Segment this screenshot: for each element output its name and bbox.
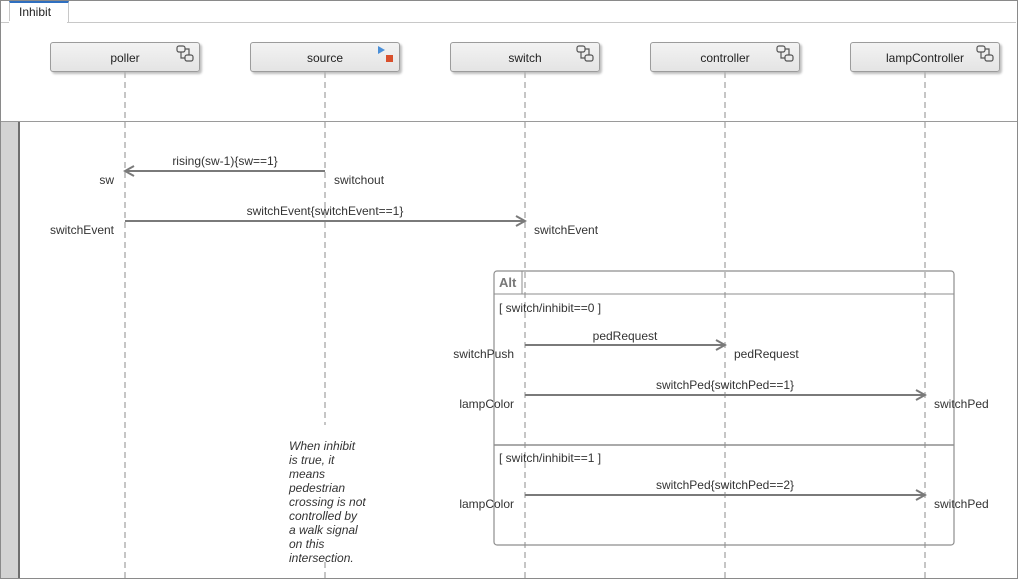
lifeline-label: controller	[700, 51, 750, 65]
port-label-switchout: switchout	[334, 173, 385, 187]
alt-keyword: Alt	[499, 275, 517, 290]
tab-bar: Inhibit	[1, 1, 1016, 23]
port-label-lampColor-2: lampColor	[459, 497, 514, 511]
alt-fragment[interactable]	[493, 270, 955, 546]
port-label-pedRequest: pedRequest	[734, 347, 799, 361]
chart-icon	[576, 45, 594, 62]
message-label-switchEvent: switchEvent{switchEvent==1}	[247, 204, 404, 218]
lifeline-label: switch	[508, 51, 542, 65]
lifeline-label: lampController	[885, 51, 965, 65]
lifeline-source[interactable]: source	[250, 42, 400, 72]
lifeline-lampController[interactable]: lampController	[850, 42, 1000, 72]
port-label-switchPush: switchPush	[453, 347, 514, 361]
lifeline-label: poller	[110, 51, 140, 65]
source-block-icon	[378, 46, 393, 62]
lifeline-label: source	[306, 51, 344, 65]
message-label-switchPed-2: switchPed{switchPed==2}	[656, 478, 794, 492]
lifeline-poller[interactable]: poller	[50, 42, 200, 72]
port-label-switchEvent-in: switchEvent	[534, 223, 599, 237]
message-label-pedRequest: pedRequest	[593, 329, 658, 343]
chart-icon	[776, 45, 794, 62]
guard-condition-2[interactable]: [ switch/inhibit==1 ]	[499, 451, 601, 465]
guard-condition-1[interactable]: [ switch/inhibit==0 ]	[499, 301, 601, 315]
chart-icon	[176, 45, 194, 62]
port-label-switchEvent-out: switchEvent	[50, 223, 115, 237]
port-label-switchPed-2: switchPed	[934, 497, 989, 511]
message-label-switchPed-1: switchPed{switchPed==1}	[656, 378, 794, 392]
left-gutter	[1, 122, 20, 578]
header-separator	[1, 121, 1017, 122]
port-label-switchPed-1: switchPed	[934, 397, 989, 411]
annotation-note[interactable]: When inhibit is true, it means pedestria…	[289, 439, 366, 565]
message-label-rising: rising(sw-1){sw==1}	[172, 154, 277, 168]
chart-icon	[976, 45, 994, 62]
lifeline-controller[interactable]: controller	[650, 42, 800, 72]
lifeline-switch[interactable]: switch	[450, 42, 600, 72]
port-label-sw: sw	[99, 173, 114, 187]
tab-inhibit[interactable]: Inhibit	[9, 1, 69, 22]
port-label-lampColor-1: lampColor	[459, 397, 514, 411]
tab-gap	[9, 21, 67, 23]
